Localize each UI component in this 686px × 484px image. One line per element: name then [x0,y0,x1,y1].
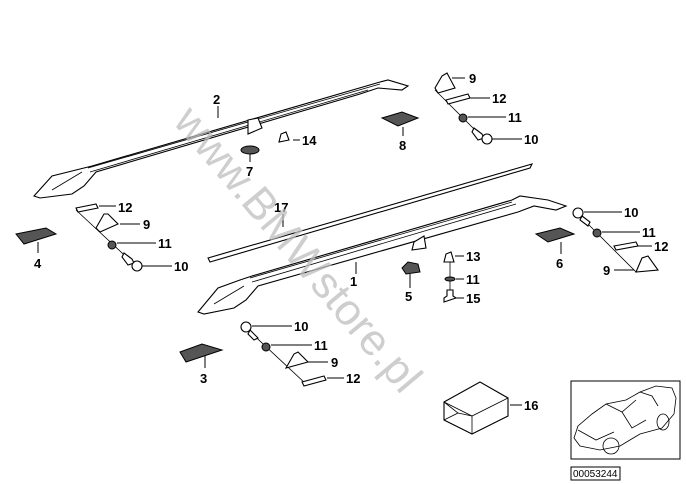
grommet-5[interactable] [401,261,421,275]
washer-11[interactable] [458,113,468,123]
callout-11-right[interactable]: 11 [642,225,656,240]
callout-9-right[interactable]: 9 [603,263,610,278]
fastener-set-top-right [434,72,493,145]
callout-3[interactable]: 3 [200,371,207,386]
bolt-10[interactable] [471,127,485,141]
fastener-set-left [75,203,143,272]
spacer-sleeve-12[interactable] [301,375,327,387]
trim-strip-17[interactable] [207,163,534,263]
callout-8[interactable]: 8 [399,138,406,153]
bracket-9[interactable] [434,72,456,94]
callout-12-bottom[interactable]: 12 [346,371,360,386]
cover-pad-7[interactable] [534,227,576,243]
callout-1[interactable]: 1 [350,274,357,289]
cover-pad-8[interactable] [380,111,420,127]
screw-15[interactable] [443,289,458,303]
callout-9-bottom[interactable]: 9 [331,355,338,370]
callout-10-top[interactable]: 10 [524,132,538,147]
callout-12-top[interactable]: 12 [492,91,506,106]
car-outline-icon [573,385,677,455]
spacer-sleeve-12[interactable] [613,241,639,251]
callout-11-center[interactable]: 11 [466,272,480,287]
callout-5[interactable]: 5 [405,289,412,304]
callout-10-bottom[interactable]: 10 [294,319,308,334]
bolt-10[interactable] [247,329,259,341]
callout-7[interactable]: 6 [556,256,563,271]
bolt-10[interactable] [579,215,591,227]
bolt-10-head[interactable] [572,207,584,219]
callout-13[interactable]: 13 [466,249,480,264]
bolt-10-head[interactable] [240,321,252,333]
spacer-sleeve-12[interactable] [445,93,471,105]
fastener-set-right [572,207,660,273]
cover-pad-4[interactable] [15,227,58,245]
callout-11-bottom[interactable]: 11 [314,338,328,353]
washer-11[interactable] [592,228,602,238]
washer-11[interactable] [261,342,271,352]
callout-16[interactable]: 16 [524,398,538,413]
kit-box-16[interactable] [443,381,509,435]
bracket-9[interactable] [635,255,660,273]
bracket-9[interactable] [284,351,310,369]
callout-14[interactable]: 14 [302,133,317,148]
bracket-9[interactable] [95,213,119,233]
thumbnail-frame [570,380,681,460]
fastener-set-bottom [240,321,327,387]
washer-11[interactable] [444,276,456,282]
callout-11-top[interactable]: 11 [508,110,522,125]
clip-14[interactable] [278,131,290,143]
bolt-10[interactable] [121,252,135,266]
reference-number: 00053244 [573,469,618,480]
callout-11-left[interactable]: 11 [158,236,172,251]
roof-rail-left[interactable] [33,79,410,199]
cover-pad-3[interactable] [179,343,224,363]
callout-6[interactable]: 7 [246,164,253,179]
callout-4[interactable]: 4 [34,256,42,271]
callout-10-right[interactable]: 10 [624,205,638,220]
callout-9-top[interactable]: 9 [469,71,476,86]
spacer-sleeve-12[interactable] [75,203,99,213]
vehicle-reference-thumbnail: 00053244 [570,380,681,481]
callout-2[interactable]: 2 [213,92,220,107]
washer-11[interactable] [107,240,117,250]
bolt-10-head[interactable] [131,260,143,272]
reference-number-box [570,466,621,481]
clip-13[interactable] [443,251,455,263]
callout-10-left[interactable]: 10 [174,259,188,274]
callout-17[interactable]: 17 [274,200,288,215]
bolt-10-head[interactable] [481,133,493,145]
roof-rail-right[interactable] [197,195,568,315]
callout-15[interactable]: 15 [466,291,480,306]
callout-9-left[interactable]: 9 [143,217,150,232]
callout-12-right[interactable]: 12 [654,239,668,254]
callout-12-left[interactable]: 12 [118,200,132,215]
